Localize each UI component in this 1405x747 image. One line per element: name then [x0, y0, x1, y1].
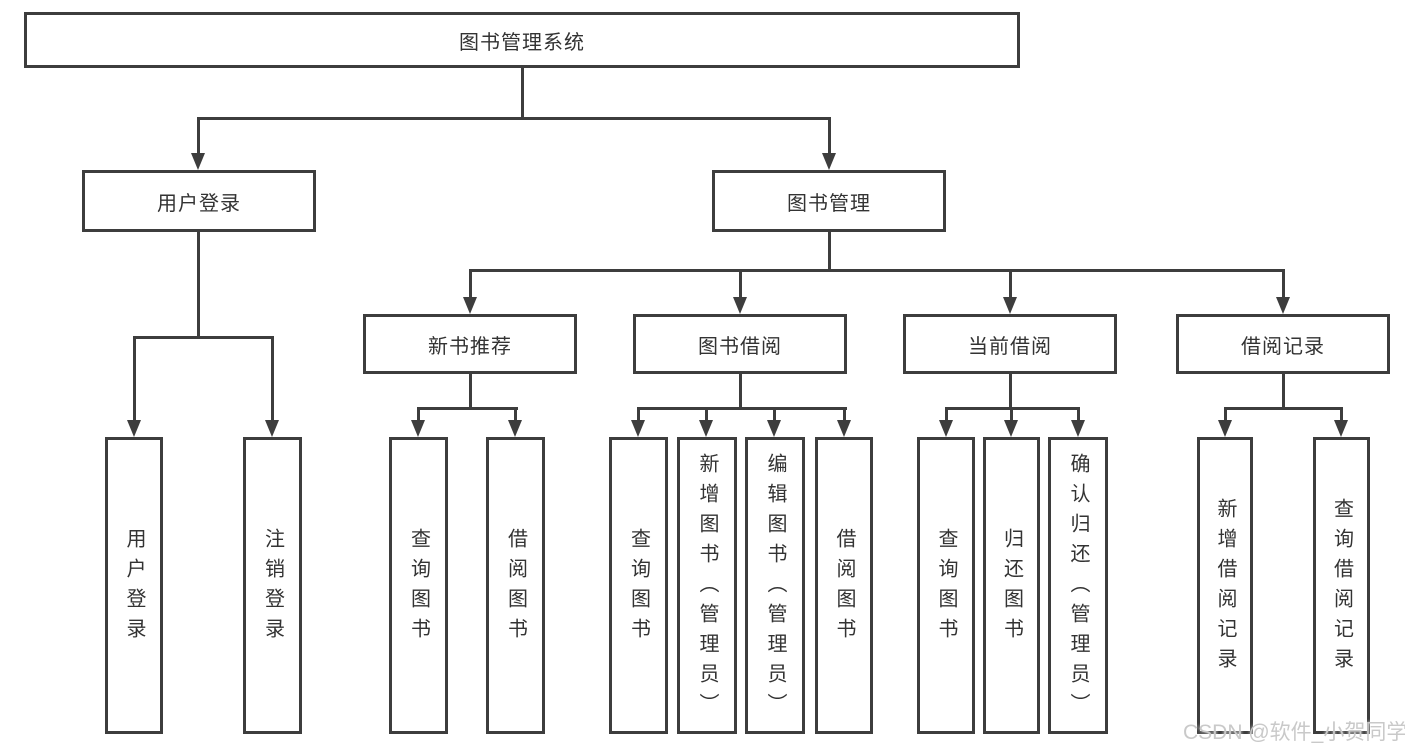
arrowhead	[1003, 297, 1017, 314]
node-new-book-recommend: 新书推荐	[363, 314, 577, 374]
connector	[133, 336, 136, 422]
connector	[514, 407, 517, 423]
connector	[1010, 407, 1013, 423]
connector	[637, 407, 847, 410]
leaf-add-books-admin: 新增图书（管理员）	[677, 437, 737, 734]
leaf-query-borrow-record: 查询借阅记录	[1313, 437, 1370, 734]
arrowhead	[631, 420, 645, 437]
leaf-confirm-return-admin: 确认归还（管理员）	[1048, 437, 1108, 734]
leaf-borrow-books: 借阅图书	[815, 437, 873, 734]
connector	[133, 336, 274, 339]
connector	[1340, 407, 1343, 423]
arrowhead	[1071, 420, 1085, 437]
node-user-login-module: 用户登录	[82, 170, 316, 232]
arrowhead	[411, 420, 425, 437]
connector	[1009, 269, 1012, 299]
connector	[197, 117, 200, 155]
arrowhead	[1004, 420, 1018, 437]
connector	[197, 117, 831, 120]
connector	[521, 68, 524, 118]
leaf-logout: 注销登录	[243, 437, 302, 734]
arrowhead	[699, 420, 713, 437]
leaf-query-books-current: 查询图书	[917, 437, 975, 734]
arrowhead	[733, 297, 747, 314]
connector	[1009, 374, 1012, 410]
connector	[739, 374, 742, 410]
connector	[469, 374, 472, 410]
connector	[945, 407, 948, 423]
connector	[417, 407, 420, 423]
node-root-system: 图书管理系统	[24, 12, 1020, 68]
connector	[1282, 374, 1285, 410]
arrowhead	[127, 420, 141, 437]
connector	[637, 407, 640, 423]
arrowhead	[265, 420, 279, 437]
leaf-borrow-books-recommend: 借阅图书	[486, 437, 545, 734]
arrowhead	[508, 420, 522, 437]
node-borrowing-records: 借阅记录	[1176, 314, 1390, 374]
connector	[773, 407, 776, 423]
connector	[197, 232, 200, 338]
arrowhead	[1334, 420, 1348, 437]
connector	[469, 269, 1284, 272]
leaf-query-books-borrowing: 查询图书	[609, 437, 668, 734]
arrowhead	[767, 420, 781, 437]
connector	[1224, 407, 1227, 423]
connector	[469, 269, 472, 299]
leaf-user-login: 用户登录	[105, 437, 163, 734]
leaf-return-books: 归还图书	[983, 437, 1040, 734]
connector	[739, 269, 742, 299]
connector	[828, 232, 831, 272]
connector	[828, 117, 831, 155]
connector	[705, 407, 708, 423]
arrowhead	[1276, 297, 1290, 314]
node-book-borrowing: 图书借阅	[633, 314, 847, 374]
arrowhead	[837, 420, 851, 437]
connector	[417, 407, 518, 410]
arrowhead	[822, 153, 836, 170]
leaf-add-borrow-record: 新增借阅记录	[1197, 437, 1253, 734]
arrowhead	[1218, 420, 1232, 437]
connector	[1282, 269, 1285, 299]
arrowhead	[463, 297, 477, 314]
leaf-edit-books-admin: 编辑图书（管理员）	[745, 437, 805, 734]
node-current-borrowing: 当前借阅	[903, 314, 1117, 374]
connector	[1224, 407, 1343, 410]
connector	[1077, 407, 1080, 423]
connector	[843, 407, 846, 423]
leaf-query-books-recommend: 查询图书	[389, 437, 448, 734]
arrowhead	[191, 153, 205, 170]
arrowhead	[939, 420, 953, 437]
node-book-management-module: 图书管理	[712, 170, 946, 232]
csdn-watermark: CSDN @软件_小贺同学	[1183, 721, 1405, 744]
connector	[271, 336, 274, 422]
